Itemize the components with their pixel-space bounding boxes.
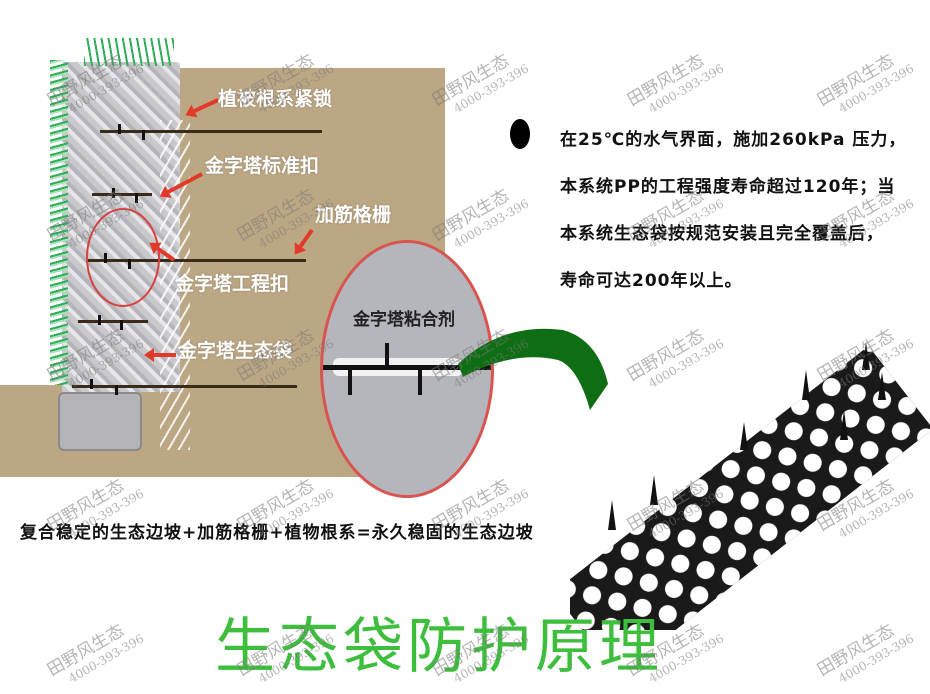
- clip-spike-icon: [115, 385, 118, 395]
- geogrid-line: [92, 193, 152, 196]
- description-text: 在25℃的水气界面，施加260kPa 压力， 本系统PP的工程强度寿命超过120…: [560, 117, 906, 305]
- watermark-phone: 4000-393-396: [836, 61, 917, 116]
- geogrid-line: [78, 320, 148, 323]
- bullet-icon: [510, 119, 530, 149]
- watermark-phone: 4000-393-396: [836, 631, 917, 686]
- geogrid-line: [88, 259, 306, 262]
- clip-spike-icon: [90, 379, 93, 389]
- label-ecobag: 金字塔生态袋: [178, 340, 293, 362]
- foundation-block: [58, 392, 142, 451]
- watermark-phone: 4000-393-396: [451, 61, 532, 116]
- label-root-lock: 植被根系紧锁: [218, 88, 333, 110]
- grass-side-icon: [50, 60, 68, 385]
- description-line: 寿命可达200年以上。: [560, 271, 743, 291]
- clip-spike-icon: [385, 343, 389, 365]
- clip-spike-icon: [118, 124, 121, 134]
- clip-spike-icon: [112, 188, 115, 198]
- grass-top-icon: [84, 38, 174, 66]
- clip-spike-icon: [418, 370, 422, 395]
- highlight-ring: [86, 208, 160, 307]
- geogrid-line: [72, 385, 297, 388]
- label-adhesive: 金字塔粘合剂: [353, 310, 455, 330]
- description-line: 本系统PP的工程强度寿命超过120年；当: [560, 177, 896, 197]
- watermark-name: 田野风生态: [814, 50, 898, 111]
- clip-bar: [323, 365, 491, 370]
- watermark-name: 田野风生态: [624, 50, 708, 111]
- clip-spike-icon: [135, 193, 138, 203]
- geogrid-line: [100, 130, 322, 133]
- arrow-icon: [144, 348, 176, 362]
- plant-roots: [160, 120, 190, 450]
- watermark-phone: 4000-393-396: [646, 61, 727, 116]
- clip-spike-icon: [98, 315, 101, 325]
- description-line: 在25℃的水气界面，施加260kPa 压力，: [560, 130, 907, 150]
- description-line: 本系统生态袋按规范安装且完全覆盖后，: [560, 224, 884, 244]
- geogrid-panel-photo: [570, 342, 930, 630]
- clip-spike-icon: [142, 130, 145, 140]
- formula-caption: 复合稳定的生态边坡+加筋格栅+植物根系=永久稳固的生态边坡: [20, 523, 534, 543]
- clip-spike-icon: [120, 320, 123, 330]
- page-title: 生态袋防护原理: [215, 612, 663, 682]
- watermark-phone: 4000-393-396: [66, 631, 147, 686]
- label-engineering-clip: 金字塔工程扣: [175, 273, 290, 295]
- label-geogrid: 加筋格栅: [315, 204, 392, 226]
- label-standard-clip: 金字塔标准扣: [205, 155, 320, 177]
- clip-spike-icon: [348, 370, 352, 395]
- watermark-name: 田野风生态: [44, 620, 128, 681]
- watermark-phone: 4000-393-396: [451, 196, 532, 251]
- curved-connector-icon: [458, 328, 608, 410]
